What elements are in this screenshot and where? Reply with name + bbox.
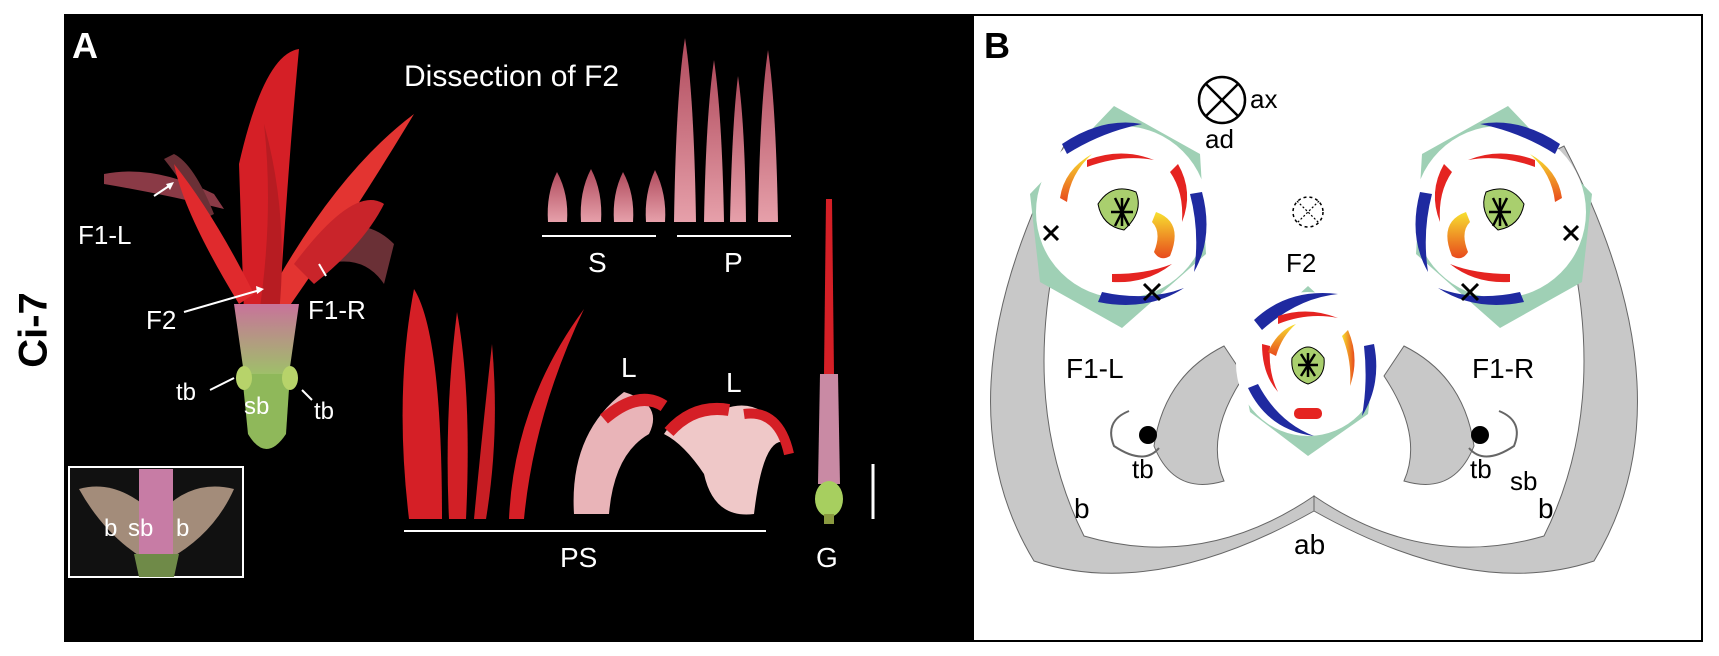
petals-group: P xyxy=(674,38,791,278)
inset-label-b-right: b xyxy=(176,515,189,542)
sepals-group: S xyxy=(542,169,666,278)
row-label-text: Ci-7 xyxy=(11,292,56,368)
flower-f1-left xyxy=(1030,106,1208,328)
staminode xyxy=(294,200,384,284)
panel-a-photo: A Dissection of F2 F1-L F2 F1- xyxy=(64,14,973,642)
flower-f2 xyxy=(1236,286,1380,456)
label-tb-right: tb xyxy=(1470,454,1492,484)
label-ax: ax xyxy=(1250,84,1277,114)
photo-annotations: F1-L F2 F1-R tb sb tb xyxy=(78,182,366,425)
f2-position-marker: F2 xyxy=(1286,196,1324,278)
label-ab: ab xyxy=(1294,529,1325,560)
flower-f1-right xyxy=(1414,106,1592,328)
label-tb-left: tb xyxy=(1132,454,1154,484)
gynoecium-group: G xyxy=(815,199,843,573)
floral-diagram-svg: B ax ad tb tb sb xyxy=(984,25,1638,574)
label-sb: sb xyxy=(1510,466,1537,496)
label-petals: P xyxy=(724,247,743,278)
petal-mid xyxy=(259,124,282,314)
label-labellum-2: L xyxy=(726,367,742,398)
label-labellum-1: L xyxy=(621,352,637,383)
label-tb-right: tb xyxy=(314,398,334,425)
label-f1-right: F1-R xyxy=(308,295,366,325)
label-f1-right: F1-R xyxy=(1472,353,1534,384)
label-sepals: S xyxy=(588,247,607,278)
label-f1-left: F1-L xyxy=(78,220,131,250)
panel-b-diagram: B ax ad tb tb sb xyxy=(972,14,1703,642)
label-f2: F2 xyxy=(146,305,176,335)
tb-right-bract xyxy=(282,366,298,390)
petal-left xyxy=(174,164,254,304)
panel-a-svg: A Dissection of F2 F1-L F2 F1- xyxy=(68,25,875,578)
inset-label-b-left: b xyxy=(104,515,117,542)
row-label: Ci-7 xyxy=(11,270,56,390)
ovary-region xyxy=(234,304,299,374)
staminodes-group: L L PS xyxy=(402,289,794,573)
tb-left-bract xyxy=(236,366,252,390)
stem-base xyxy=(242,374,290,449)
label-petaloid-staminodes: PS xyxy=(560,542,597,573)
axis-symbol: ax ad xyxy=(1197,75,1277,154)
label-tb-left: tb xyxy=(176,379,196,406)
label-b-right: b xyxy=(1538,493,1554,524)
dissection-title: Dissection of F2 xyxy=(404,60,619,93)
inset-photo: b sb b xyxy=(68,466,244,578)
label-f1-left: F1-L xyxy=(1066,353,1124,384)
bracteoles: tb tb sb xyxy=(1110,410,1537,496)
label-gynoecium: G xyxy=(816,542,838,573)
label-sb: sb xyxy=(244,393,269,420)
label-f2: F2 xyxy=(1286,248,1316,278)
inflorescence-photo xyxy=(104,49,414,449)
inset-label-sb: sb xyxy=(128,515,153,542)
label-b-left: b xyxy=(1074,493,1090,524)
panel-b-letter: B xyxy=(984,25,1010,66)
panel-a-letter: A xyxy=(72,25,98,66)
label-ad: ad xyxy=(1205,124,1234,154)
